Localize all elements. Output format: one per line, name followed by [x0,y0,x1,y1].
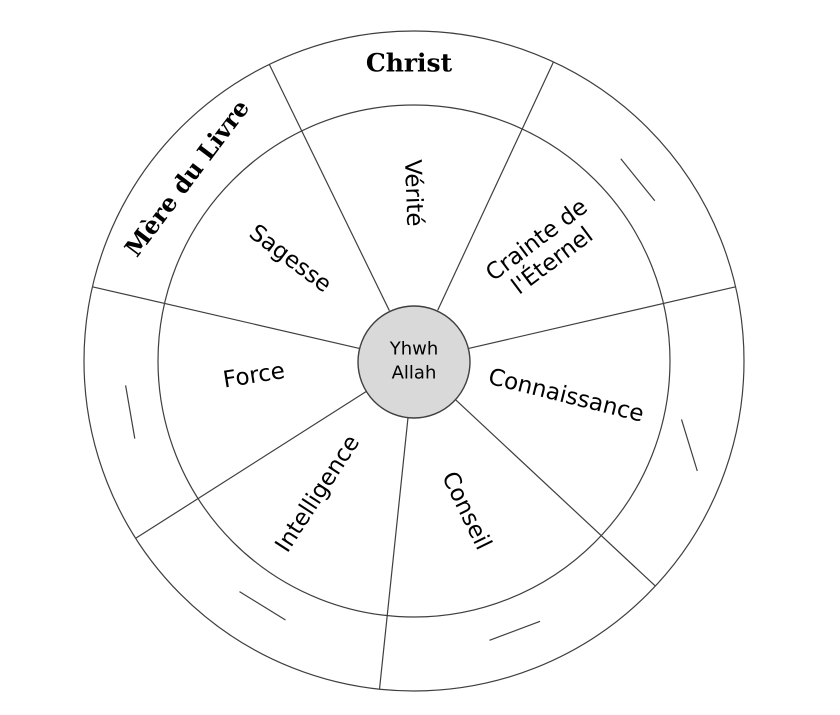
ring-dash [620,158,656,202]
ring-dash [125,385,136,439]
ring-dash [239,591,286,621]
ring-label-christ: Christ [365,48,453,78]
sector-divider [454,398,656,587]
sector-divider [437,61,555,311]
center-label-line1: Yhwh [389,338,439,360]
sector-divider [92,286,360,349]
sector-divider [268,64,390,311]
sector-label-verite: Vérité [399,158,428,227]
sector-divider [135,390,368,539]
center-circle [357,305,471,419]
center-label: Yhwh Allah [390,338,439,387]
sector-divider [378,416,409,690]
ring-inner-circle [157,104,671,618]
center-label-line2: Allah [391,363,437,384]
sector-divider [468,286,736,349]
ring-dash [680,419,698,472]
ring-dash [489,620,541,641]
outer-circle [83,30,745,692]
